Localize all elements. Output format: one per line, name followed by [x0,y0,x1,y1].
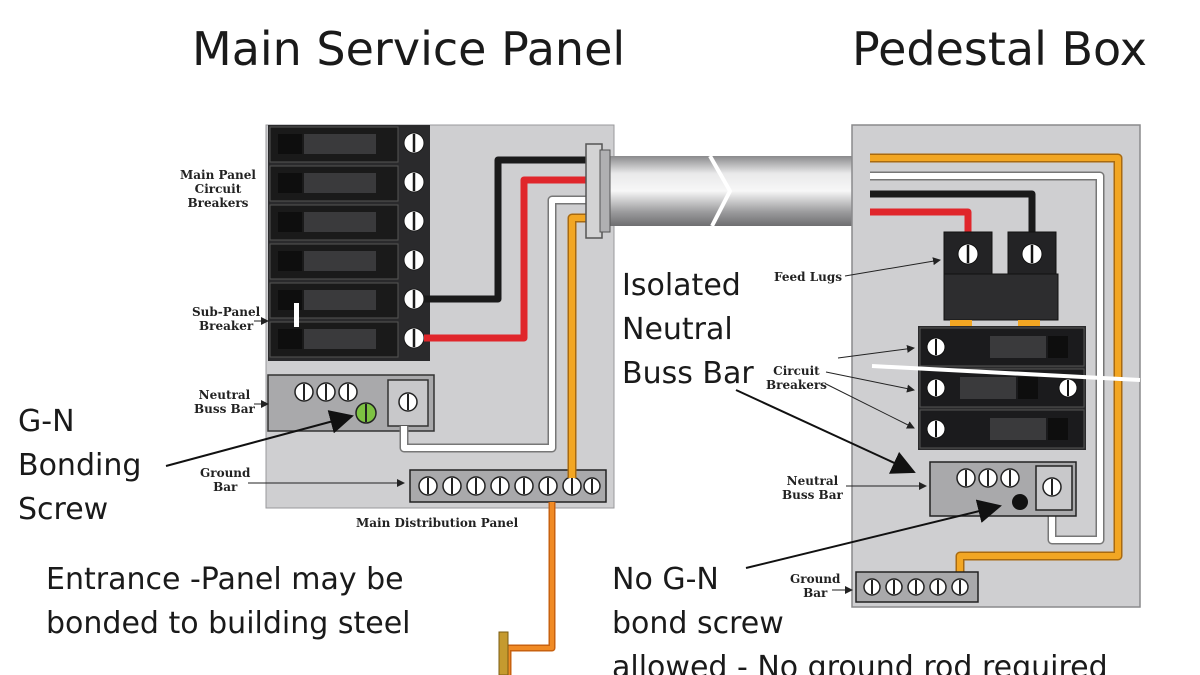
label-pedestal-circuit-breakers: Circuit Breakers [766,364,827,392]
empty-bond-hole-icon [1012,494,1028,510]
conduit [585,139,871,241]
label-pedestal-neutral-buss-bar: Neutral Buss Bar [782,474,843,502]
label-main-ground-bar: Ground Bar [200,466,251,494]
callout-arrows [165,389,1002,569]
ground-rod [498,631,509,675]
label-main-neutral-buss-bar: Neutral Buss Bar [194,388,255,416]
callout-isolated-neutral-buss-bar: Isolated Neutral Buss Bar [622,268,754,391]
pedestal-box-title: Pedestal Box [852,22,1148,76]
callout-no-gn-bond-screw: No G-N bond screw allowed - No ground ro… [612,562,1108,675]
label-sub-panel-breaker: Sub-Panel Breaker [192,305,261,333]
main-neutral-buss-bar [267,374,435,432]
label-feed-lugs: Feed Lugs [774,270,843,284]
label-pedestal-ground-bar: Ground Bar [790,572,841,600]
main-ground-bar [409,469,607,503]
main-panel-breakers [268,125,430,361]
callout-gn-bonding-screw: G-N Bonding Screw [18,404,142,527]
label-main-panel-circuit-breakers: Main Panel Circuit Breakers [180,168,256,210]
pedestal-breakers [871,326,1141,450]
pedestal-ground-bar [855,571,979,603]
pedestal-wires [870,153,1123,585]
label-pointers [248,257,941,594]
pedestal-neutral-buss-bar [929,461,1077,517]
main-panel-title: Main Service Panel [192,22,626,76]
label-main-distribution-panel: Main Distribution Panel [356,516,519,530]
callout-entrance-panel: Entrance -Panel may be bonded to buildin… [46,562,411,641]
feed-lugs [943,231,1059,328]
